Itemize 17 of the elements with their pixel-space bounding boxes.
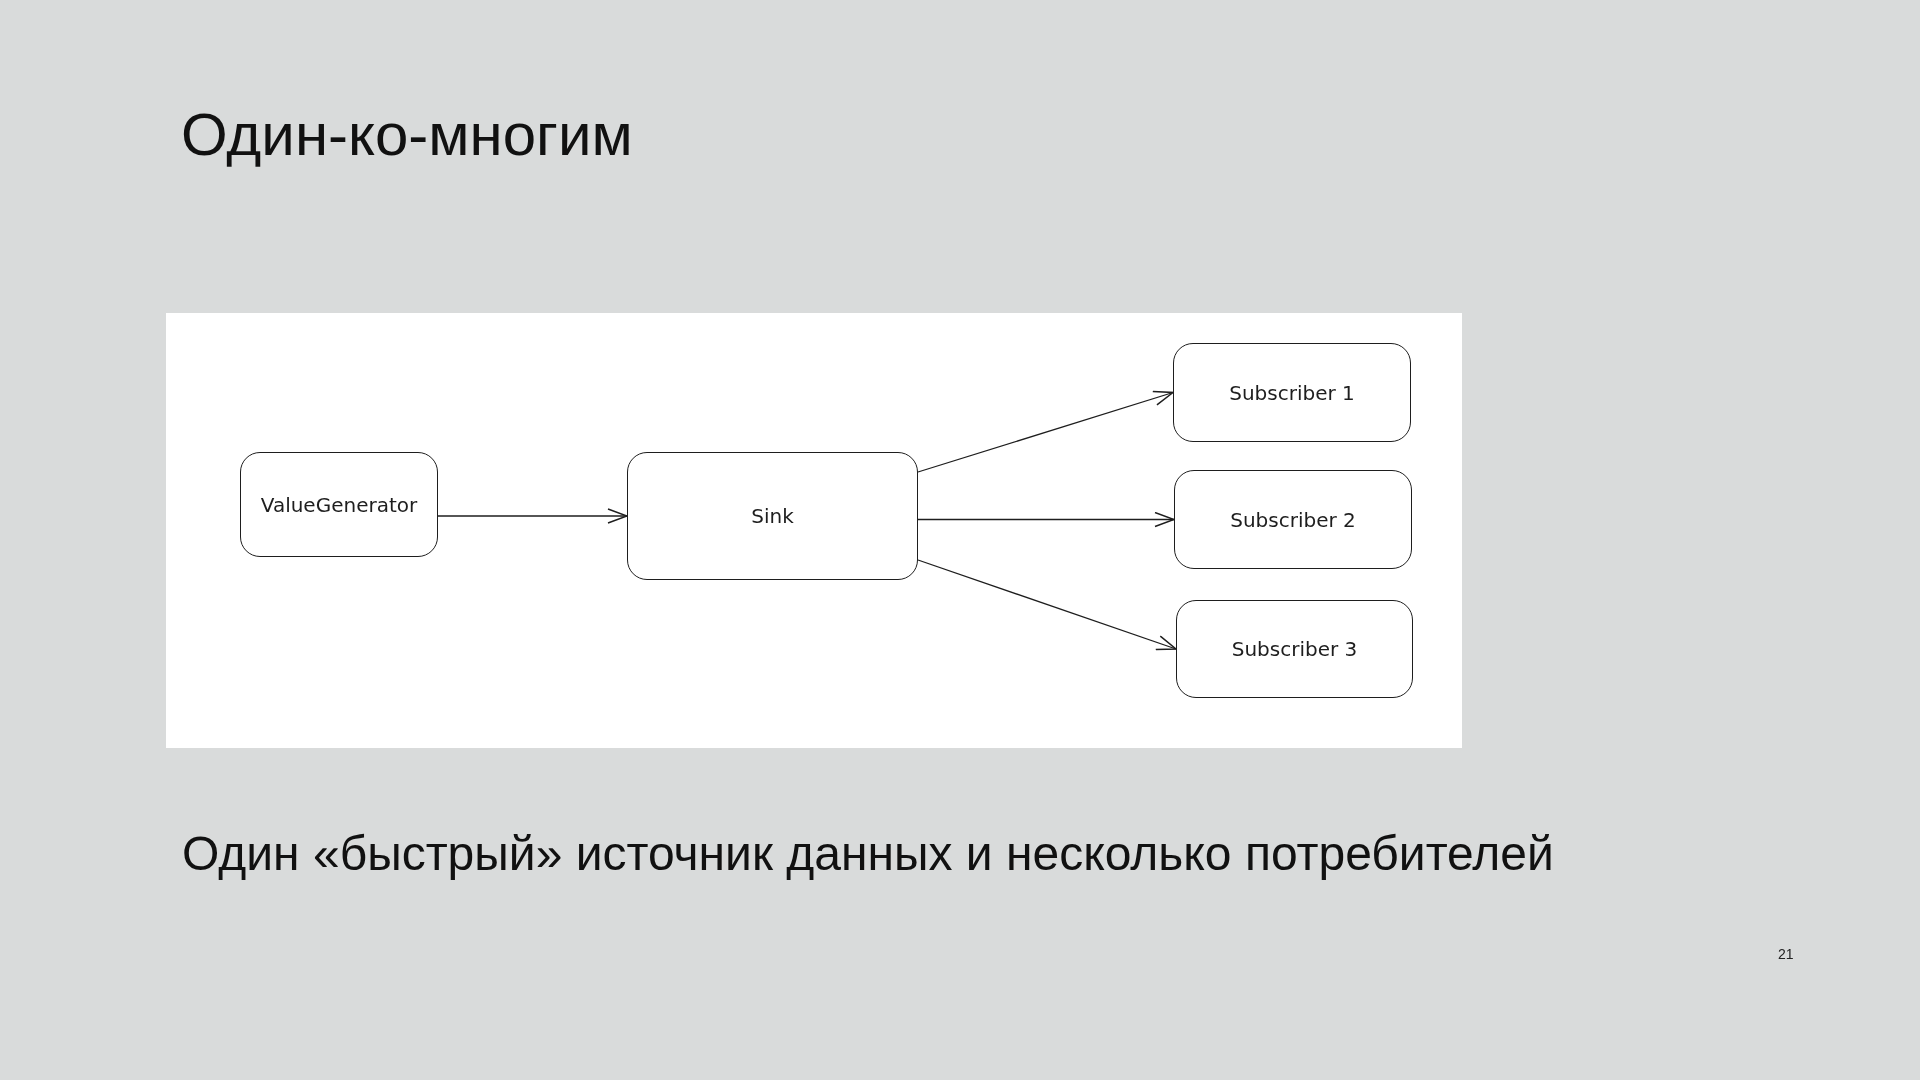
arrow	[917, 390, 1174, 473]
process-box	[1176, 600, 1413, 698]
arrow	[917, 559, 1177, 651]
process-box	[1174, 470, 1412, 569]
arrow	[917, 511, 1175, 528]
node-label: Subscriber 3	[1231, 637, 1358, 661]
node-label: Subscriber 1	[1229, 380, 1355, 405]
process-box	[240, 452, 438, 557]
node-label: Sink	[751, 504, 794, 528]
page-number: 21	[1778, 946, 1794, 962]
node-label: ValueGenerator	[260, 492, 418, 517]
slide-caption: Один «быстрый» источник данных и несколько потребителей	[182, 826, 1554, 881]
node-label: Subscriber 2	[1230, 507, 1356, 532]
slide-title: Один-ко-многим	[181, 100, 633, 169]
process-box	[627, 452, 918, 580]
process-box	[1173, 343, 1411, 442]
arrow	[437, 508, 628, 524]
